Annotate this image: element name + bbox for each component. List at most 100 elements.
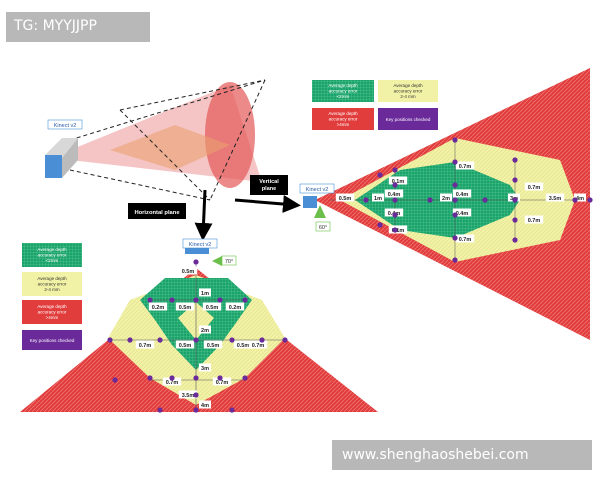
hp-distance-label-box: [178, 266, 198, 275]
arrow-to-horizontal: [194, 189, 213, 241]
hp-angle-box: [221, 255, 237, 266]
vp-distance-label: 0.4m: [456, 211, 469, 217]
vp-kinect-label-box: [299, 183, 335, 194]
hp-distance-label: 4m: [201, 403, 209, 409]
vertical-plane-box: [250, 175, 288, 195]
hp-key-position: [157, 337, 163, 343]
vp-key-position: [452, 212, 458, 218]
hp-distance-label-box: [175, 302, 195, 311]
vp-key-position: [512, 217, 518, 223]
vp-angle-label: 60°: [319, 225, 327, 231]
hp-distance-label: 0.2m: [152, 305, 165, 311]
vp-key-position: [512, 177, 518, 183]
vp-distance-label: 0.4m: [456, 192, 469, 198]
vp-key-position: [572, 197, 578, 203]
legend-left-purple-swatch: [22, 330, 82, 350]
vp-distance-label-box: [440, 193, 452, 202]
vp-distance-label: 0.1m: [392, 179, 405, 185]
vp-key-position: [392, 167, 398, 173]
hp-distance-label: 0.2m: [229, 305, 242, 311]
vp-distance-label: 0.5m: [339, 196, 352, 202]
kinect-frustum-illustration: Kinect v2: [45, 79, 266, 201]
hp-distance-label-box: [202, 302, 222, 311]
vp-distance-label-box: [384, 208, 404, 217]
vp-kinect: [303, 196, 317, 208]
hp-distance-label-box: [199, 325, 211, 334]
vp-key-position: [452, 197, 458, 203]
vp-distance-label: 3.5m: [549, 196, 562, 202]
hp-distance-label: 3.5m: [182, 393, 195, 399]
hp-distance-label: 0.7m: [216, 380, 229, 386]
vp-distance-label: 0.1m: [392, 228, 405, 234]
vp-angle-box: [315, 221, 331, 232]
vp-key-position: [512, 157, 518, 163]
hp-distance-label: 0.5m: [206, 305, 219, 311]
hp-distance-label: 0.5m: [179, 343, 192, 349]
arrow-to-vertical: [234, 195, 301, 213]
hp-key-position: [282, 337, 288, 343]
hp-key-position: [217, 375, 223, 381]
vp-angle-arrow: [314, 205, 326, 218]
legend-left-purple-text: Key positions checked: [30, 338, 75, 343]
vp-key-position: [452, 182, 458, 188]
vp-distance-label-box: [524, 215, 544, 224]
vp-distance-label: 1m: [374, 196, 382, 202]
vp-distance-label: 0.4m: [388, 192, 401, 198]
hp-distance-label: 0.5m: [182, 269, 195, 275]
hp-key-position: [217, 297, 223, 303]
hp-distance-label: 3m: [201, 366, 209, 372]
hp-distance-label-box: [248, 340, 268, 349]
hp-key-position: [169, 297, 175, 303]
hp-distance-label-box: [199, 363, 211, 372]
legend-right-purple-swatch: [378, 108, 438, 130]
frustum-edge: [209, 79, 266, 201]
hp-key-position: [229, 407, 235, 413]
vp-key-position: [392, 197, 398, 203]
hp-distance-label-box: [162, 377, 182, 386]
hp-distance-label: 0.7m: [166, 380, 179, 386]
vp-key-position: [392, 227, 398, 233]
hp-kinect-label: Kinect v2: [189, 242, 212, 248]
hp-kinect: [185, 248, 209, 254]
hp-distance-label-box: [203, 340, 223, 349]
vp-distance-label-box: [388, 176, 408, 185]
frustum-ellipse: [205, 82, 255, 188]
vp-key-position: [452, 257, 458, 263]
vp-distance-label: 0.7m: [459, 237, 472, 243]
hp-angle-arrow: [212, 256, 222, 266]
vp-distance-label: 2m: [442, 196, 450, 202]
vp-key-position: [452, 235, 458, 241]
hp-distance-label-box: [199, 400, 211, 409]
vp-distance-label-box: [452, 189, 472, 198]
legend-left-red-swatch: [22, 300, 82, 324]
hp-distance-label: 2m: [201, 328, 209, 334]
legend-right-green-swatch: [312, 80, 374, 102]
vp-key-position: [452, 137, 458, 143]
horizontal-plane-box: [128, 203, 186, 219]
hp-distance-label: 0.7m: [139, 343, 152, 349]
vp-key-position: [482, 197, 488, 203]
hp-distance-label-box: [233, 340, 253, 349]
vp-kinect-label: Kinect v2: [306, 187, 329, 193]
vp-key-position: [512, 197, 518, 203]
hp-key-position: [147, 297, 153, 303]
frustum-edge: [119, 79, 266, 111]
vp-distance-label-box: [372, 193, 384, 202]
hp-key-position: [193, 407, 199, 413]
hp-distance-label: 0.5m: [237, 343, 250, 349]
hp-distance-label-box: [178, 390, 198, 399]
hp-key-position: [112, 377, 118, 383]
legend-right-yellow-swatch: [378, 80, 438, 102]
hp-angle-label: 70°: [225, 259, 233, 265]
hp-distance-label-box: [175, 340, 195, 349]
hp-key-position: [157, 407, 163, 413]
kinect-body-front: [45, 155, 62, 178]
hp-key-position: [193, 392, 199, 398]
vp-key-position: [392, 212, 398, 218]
